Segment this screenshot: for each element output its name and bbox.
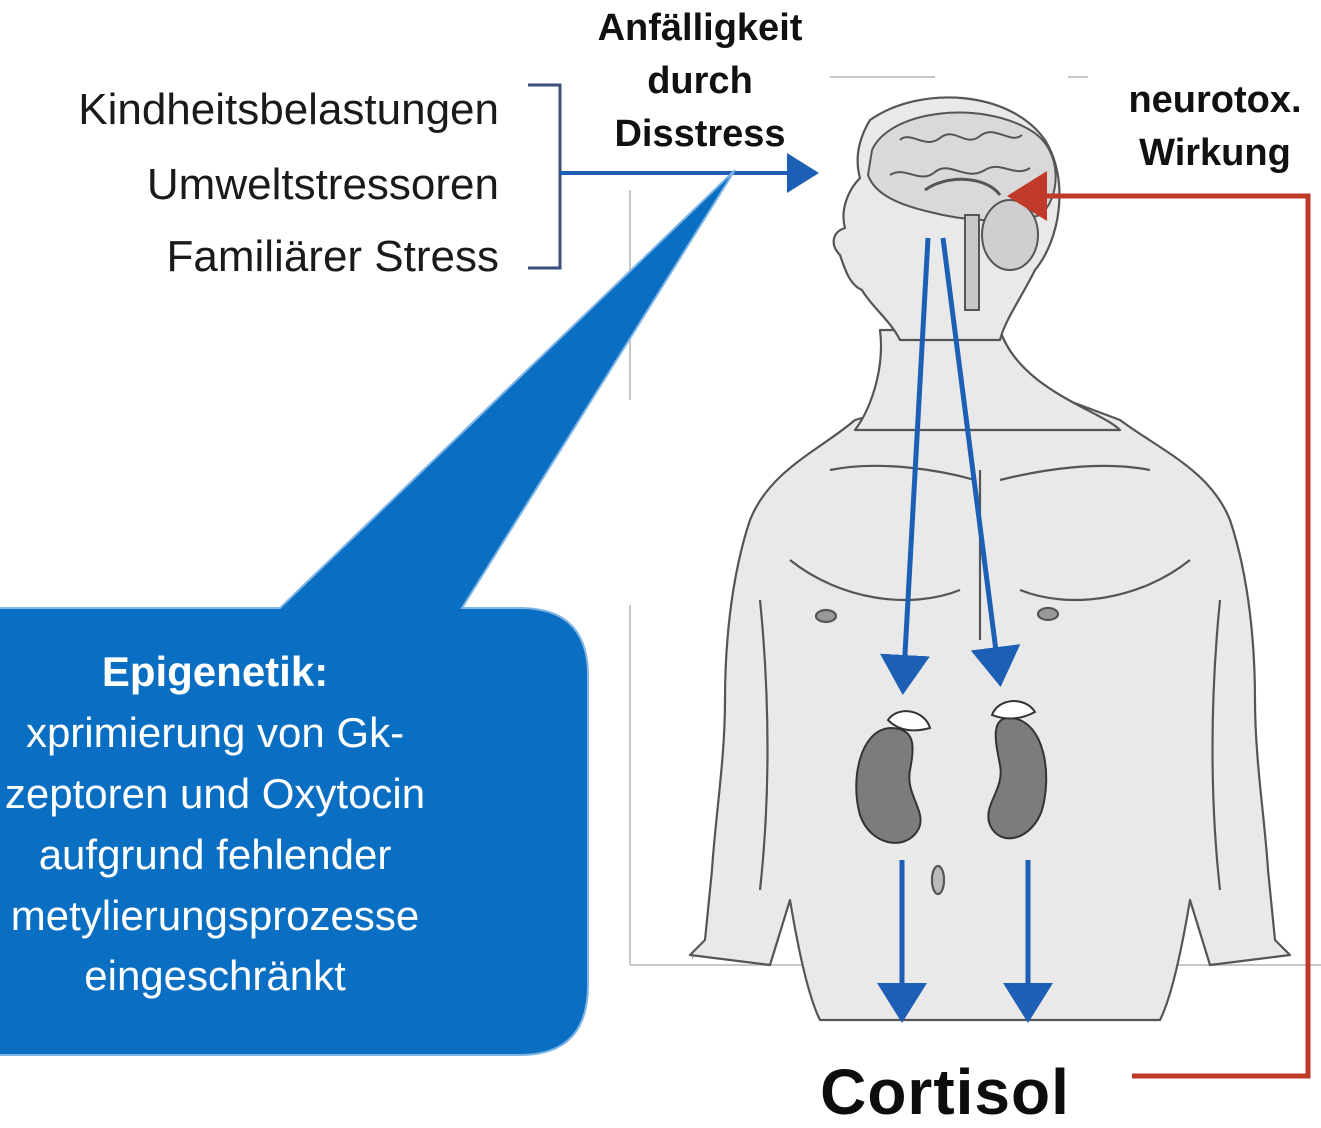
callout-line-2: zeptoren und Oxytocin [0, 764, 510, 825]
cortisol-label: Cortisol [770, 1060, 1120, 1124]
callout-line-1: xprimierung von Gk- [0, 703, 510, 764]
susceptibility-line-1: Anfälligkeit [560, 2, 840, 55]
neurotox-line-2: Wirkung [1100, 127, 1321, 180]
callout-line-4: metylierungsprozesse [0, 886, 510, 947]
susceptibility-line-3: Disstress [560, 108, 840, 161]
stressor-family: Familiärer Stress [167, 235, 500, 279]
neurotox-label: neurotox. Wirkung [1100, 74, 1321, 180]
stressor-bracket [528, 85, 560, 268]
artist-signature: ~ [688, 953, 699, 960]
stressor-childhood: Kindheitsbelastungen [78, 88, 499, 132]
epigenetics-text: Epigenetik: xprimierung von Gk- zeptoren… [0, 642, 510, 1007]
stressor-environment: Umweltstressoren [147, 163, 499, 207]
callout-line-3: aufgrund fehlender [0, 825, 510, 886]
callout-line-5: eingeschränkt [0, 946, 510, 1007]
callout-title: Epigenetik: [0, 642, 510, 703]
neurotox-line-1: neurotox. [1100, 74, 1321, 127]
susceptibility-line-2: durch [560, 55, 840, 108]
susceptibility-label: Anfälligkeit durch Disstress [560, 2, 840, 161]
